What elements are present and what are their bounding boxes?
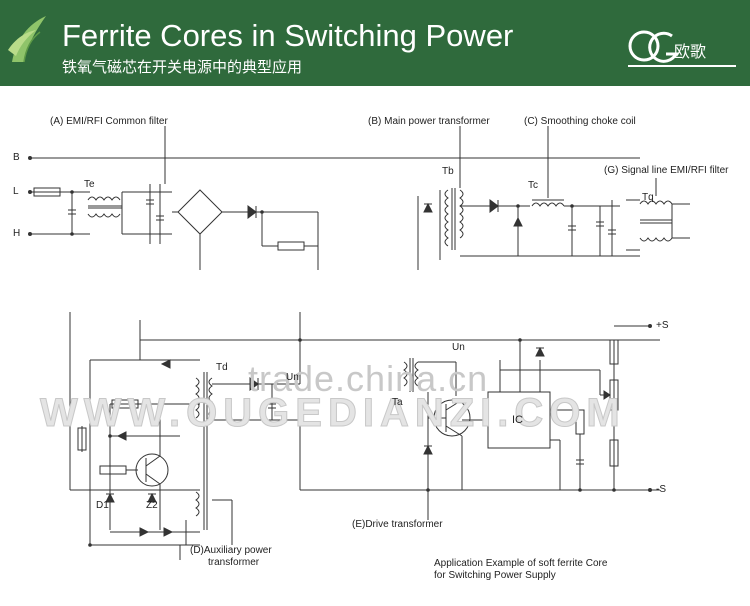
label-main-power-transformer: (B) Main power transformer	[368, 116, 490, 127]
label-un-drive: Un	[452, 342, 465, 353]
node-b: B	[13, 152, 20, 163]
watermark-site: WWW.OUGEDIANZI.COM	[40, 391, 626, 436]
og-brand-logo	[628, 30, 736, 67]
component-td: Td	[216, 362, 228, 373]
circuit-schematic	[28, 126, 690, 560]
page-title: Ferrite Cores in Switching Power	[62, 18, 514, 53]
node-h: H	[13, 228, 21, 239]
node-plus-s: +S	[656, 320, 669, 331]
node-minus-s: -S	[656, 484, 666, 495]
label-aux-transformer-line1: (D)Auxiliary power	[190, 545, 272, 556]
caption-line1: Application Example of soft ferrite Core	[434, 558, 608, 569]
brand-name: 欧歌	[674, 44, 707, 61]
label-aux-transformer-line2: transformer	[208, 557, 260, 568]
title-banner: Ferrite Cores in Switching Power 铁氧气磁芯在开…	[0, 0, 750, 86]
watermark-domain: trade.china.cn	[248, 358, 489, 399]
component-ta: Ta	[392, 397, 403, 408]
component-tq: Tq	[642, 192, 654, 203]
label-emi-rfi-common-filter: (A) EMI/RFI Common filter	[50, 116, 168, 127]
component-tb: Tb	[442, 166, 454, 177]
component-tc: Tc	[528, 180, 538, 191]
label-drive-transformer: (E)Drive transformer	[352, 519, 443, 530]
component-te: Te	[84, 179, 95, 190]
caption-line2: for Switching Power Supply	[434, 570, 556, 581]
component-ic: IC	[512, 414, 523, 426]
leaf-logo-icon	[8, 16, 46, 63]
node-l: L	[13, 186, 19, 197]
label-smoothing-choke-coil: (C) Smoothing choke coil	[524, 116, 636, 127]
component-d1: D1	[96, 500, 109, 511]
page-subtitle: 铁氧气磁芯在开关电源中的典型应用	[62, 59, 303, 76]
schematic-diagram: trade.china.cn WWW.OUGEDIANZI.COM (A) EM…	[0, 86, 750, 606]
label-un-aux: Un	[286, 372, 299, 383]
component-z2: Z2	[146, 500, 158, 511]
label-signal-line-filter: (G) Signal line EMI/RFI filter	[604, 165, 729, 176]
